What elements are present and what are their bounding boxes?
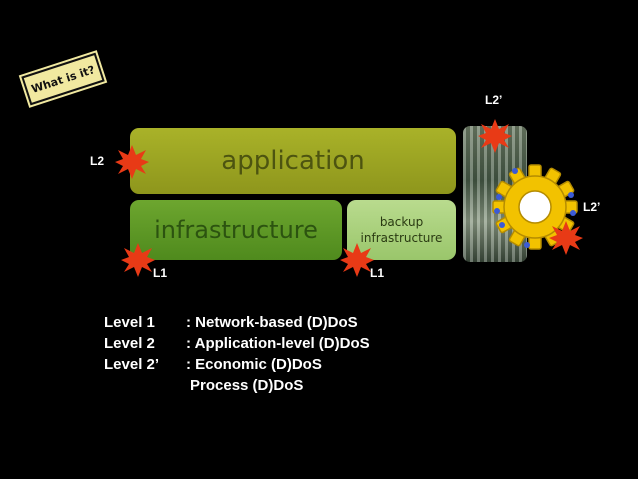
label-l2-top-right: L2’ — [485, 93, 503, 107]
legend-value: : Application-level (D)DoS — [186, 335, 370, 352]
backup-label-line2: infrastructure — [360, 231, 443, 245]
label-l2-right: L2’ — [583, 200, 601, 214]
legend-row: Level 2’ : Economic (D)DoS — [104, 354, 370, 375]
label-l2-left: L2 — [90, 154, 105, 168]
legend-key: Level 2’ — [104, 356, 160, 373]
backup-label-line1: backup — [379, 215, 424, 229]
burst-icon-l1-left — [121, 243, 155, 277]
legend-value: : Economic (D)DoS — [186, 356, 322, 373]
legend-row: Level 1 : Network-based (D)DoS — [104, 312, 370, 333]
burst-icon-l2-left — [115, 145, 149, 179]
burst-icon-l2-right — [549, 221, 583, 255]
legend-value: Process (D)DoS — [190, 377, 304, 394]
legend-value: : Network-based (D)DoS — [186, 314, 358, 331]
legend-row: Process (D)DoS — [104, 375, 370, 396]
gear-icon — [492, 164, 578, 250]
application-layer: application — [130, 128, 456, 194]
label-l1-mid: L1 — [370, 266, 385, 280]
legend-key: Level 1 — [104, 314, 155, 331]
what-is-it-badge: What is it? — [21, 52, 105, 106]
legend-row: Level 2 : Application-level (D)DoS — [104, 333, 370, 354]
backup-infrastructure-layer: backup infrastructure — [347, 200, 456, 260]
legend-key — [104, 375, 186, 396]
label-l1-left: L1 — [153, 266, 168, 280]
infrastructure-layer: infrastructure — [130, 200, 342, 260]
burst-icon-l2-top — [478, 119, 512, 153]
levels-legend: Level 1 : Network-based (D)DoS Level 2 :… — [104, 312, 370, 396]
burst-icon-l1-mid — [340, 243, 374, 277]
legend-key: Level 2 — [104, 335, 155, 352]
